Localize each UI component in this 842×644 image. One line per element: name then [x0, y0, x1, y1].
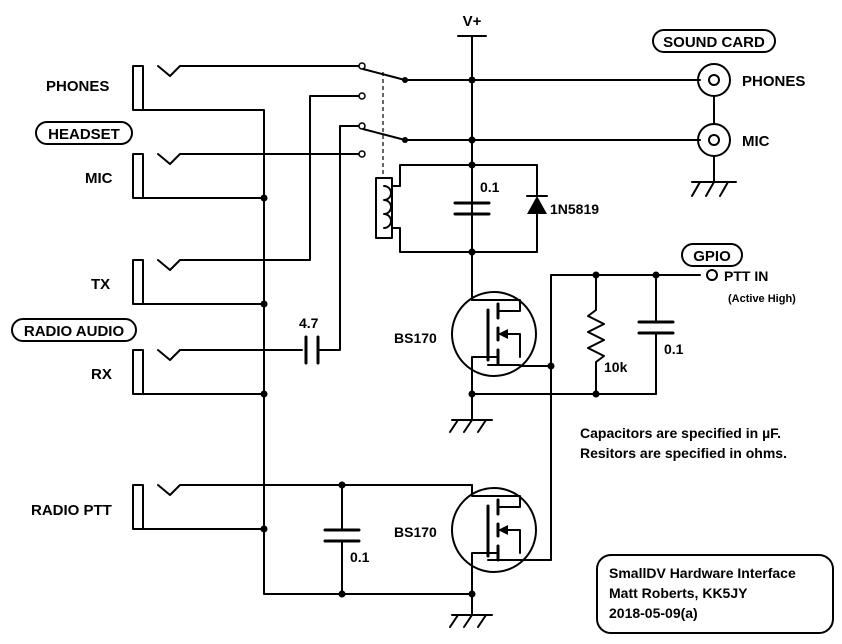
ground-symbol-top — [449, 419, 493, 433]
relay-switch-mic — [358, 122, 701, 158]
label-phones-left: PHONES — [46, 78, 109, 95]
group-sound-card: SOUND CARD — [652, 29, 776, 53]
capacitor-ptt: 0.1 — [323, 481, 370, 598]
group-sound-card-label: SOUND CARD — [663, 34, 765, 51]
label-radio-ptt: RADIO PTT — [31, 502, 112, 519]
group-radio-audio-label: RADIO AUDIO — [24, 323, 125, 340]
capacitor-gate: 0.1 — [595, 274, 684, 395]
group-gpio: GPIO — [681, 243, 743, 267]
fet-bottom-label: BS170 — [394, 524, 437, 540]
diode-1n5819: 1N5819 — [526, 195, 599, 217]
label-mic-right: MIC — [742, 133, 770, 150]
group-gpio-label: GPIO — [693, 248, 731, 265]
relay-switch-phones — [358, 62, 701, 100]
ground-symbol-bottom — [449, 614, 493, 628]
group-headset: HEADSET — [35, 121, 133, 145]
label-mic-left: MIC — [85, 170, 113, 187]
jack-radio-ptt — [132, 484, 473, 530]
coil-network — [399, 161, 538, 256]
title-block: SmallDV Hardware Interface Matt Roberts,… — [596, 554, 834, 634]
jack-phones-right — [697, 63, 731, 125]
title-line-1: SmallDV Hardware Interface — [609, 565, 796, 581]
capacitor-relay: 0.1 — [453, 179, 500, 216]
cap-rx-label: 4.7 — [299, 315, 319, 331]
relay-coil — [375, 177, 401, 239]
mosfet-bottom: BS170 — [394, 484, 552, 616]
title-line-3: 2018-05-09(a) — [609, 605, 698, 621]
cap-ptt-label: 0.1 — [350, 549, 370, 565]
jack-phones-left — [132, 65, 361, 111]
label-rx: RX — [91, 366, 112, 383]
label-phones-right: PHONES — [742, 73, 805, 90]
jack-mic-left — [132, 153, 361, 199]
resistor-label: 10k — [604, 359, 628, 375]
jack-mic-right — [691, 123, 737, 197]
vplus-label: V+ — [463, 13, 482, 30]
note-line-1: Capacitors are specified in µF. — [580, 425, 781, 441]
ptt-in-note: (Active High) — [728, 293, 796, 305]
vplus-supply: V+ — [457, 13, 487, 301]
capacitor-rx — [304, 125, 361, 365]
mosfet-top: BS170 — [394, 291, 552, 421]
fet-top-label: BS170 — [394, 330, 437, 346]
label-tx: TX — [91, 276, 110, 293]
cap-relay-label: 0.1 — [480, 179, 500, 195]
note-line-2: Resitors are specified in ohms. — [580, 445, 787, 461]
diode-label: 1N5819 — [550, 201, 599, 217]
ground-rail — [142, 109, 473, 595]
title-line-2: Matt Roberts, KK5JY — [609, 585, 748, 601]
group-radio-audio: RADIO AUDIO — [11, 318, 137, 342]
resistor-10k: 10k — [587, 274, 628, 395]
group-headset-label: HEADSET — [48, 126, 120, 143]
jack-rx — [132, 349, 303, 395]
jack-tx — [132, 95, 361, 305]
ptt-in-label: PTT IN — [724, 268, 768, 284]
cap-gate-label: 0.1 — [664, 341, 684, 357]
